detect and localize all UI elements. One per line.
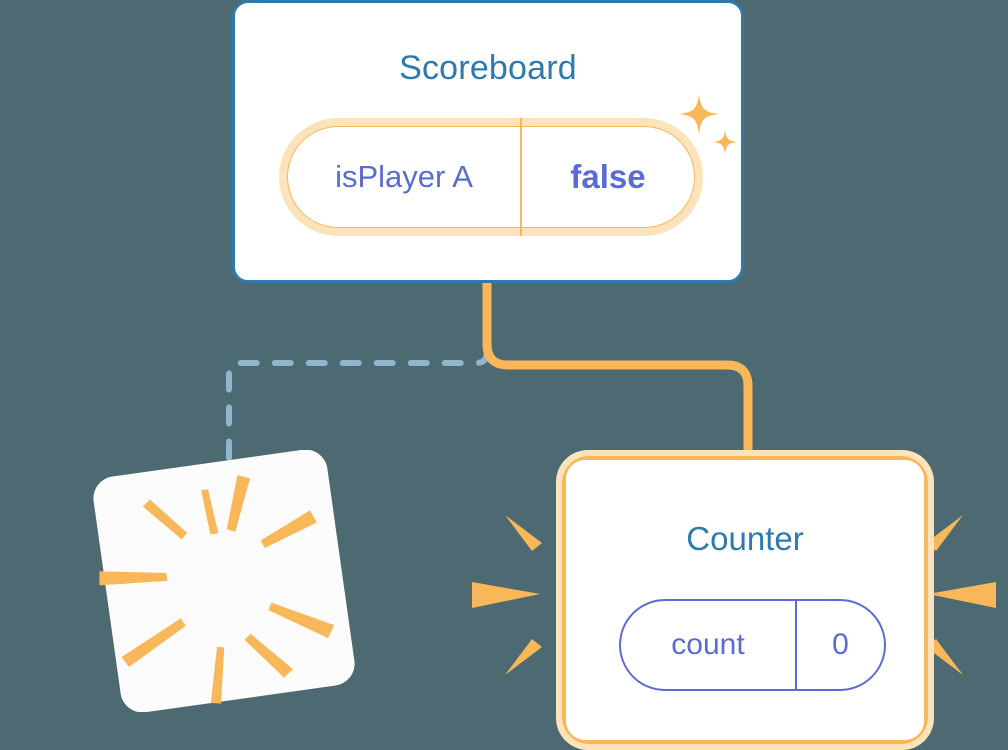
sparkle-small-icon [713,130,737,154]
burst-ray-nnw-icon [142,499,187,540]
burst-ray-ene-icon [260,510,317,548]
scoreboard-state-pill[interactable]: isPlayer A false [279,118,703,236]
ray-left-upper-icon [505,515,542,551]
burst-ray-s-icon [210,646,225,704]
counter-card-face: Counter count 0 [566,460,924,740]
ray-left-lower-icon [505,639,542,675]
scoreboard-card[interactable]: Scoreboard isPlayer A false [232,0,744,283]
burst-ray-sse-icon [244,633,293,678]
scoreboard-title: Scoreboard [399,49,577,87]
burst-ray-n-icon [201,489,219,535]
counter-pill-key: count [671,628,745,661]
counter-card[interactable]: Counter count 0 [556,450,934,750]
ray-left-middle-icon [472,582,540,608]
counter-pill-value: 0 [832,628,849,661]
connector-scoreboard-to-blank [226,280,490,473]
burst-ray-ssw-icon [121,618,186,668]
sparkle-group [679,94,737,154]
scoreboard-pill-face: isPlayer A false [288,118,694,236]
counter-pill-divider [795,599,797,691]
counter-title: Counter [686,520,804,557]
ray-right-middle-icon [928,582,996,608]
scoreboard-pill-key: isPlayer A [335,159,473,194]
sparkle-large-icon [679,94,719,134]
burst-ray-group [99,475,335,704]
scoreboard-pill-divider [520,118,522,236]
burst-ray-w-icon [99,571,168,586]
burst-ray-ese-icon [268,602,335,639]
blank-burst-card[interactable] [84,450,364,712]
scoreboard-pill-value: false [570,158,646,195]
counter-state-pill[interactable]: count 0 [619,599,886,691]
burst-ray-nne-icon [226,475,250,532]
connector-scoreboard-to-counter [482,283,753,462]
